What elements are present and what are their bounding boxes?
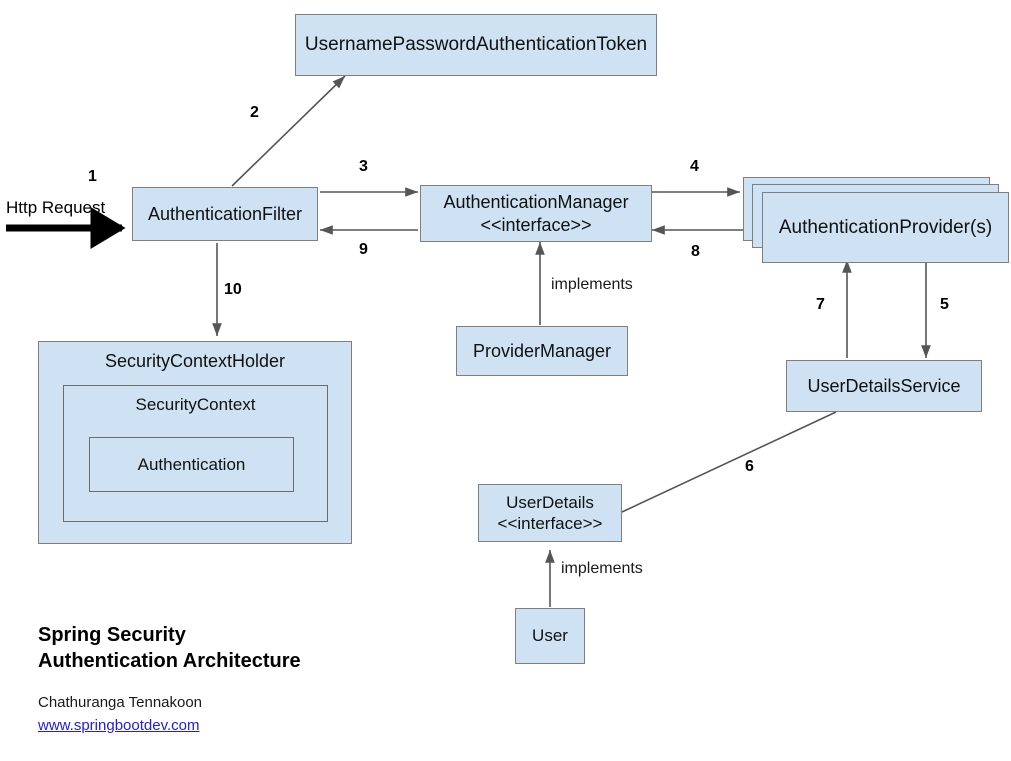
- node-label: ProviderManager: [472, 340, 612, 361]
- node-authentication-filter[interactable]: AuthenticationFilter: [132, 187, 318, 241]
- edge-2-to-token: [231, 75, 346, 187]
- node-label: UserDetailsService: [807, 375, 961, 396]
- label-implements-user: implements: [561, 560, 643, 577]
- node-label: AuthenticationManager: [443, 192, 629, 212]
- edge-label-8: 8: [691, 243, 700, 260]
- edge-6-user-details-service-to-user-details: [621, 411, 837, 513]
- edge-label-1: 1: [88, 168, 97, 185]
- node-label: User: [532, 626, 568, 646]
- node-label: AuthenticationProvider(s): [778, 216, 993, 238]
- caption-author: Chathuranga Tennakoon: [38, 694, 203, 711]
- edge-label-3: 3: [359, 158, 368, 175]
- edge-label-4: 4: [690, 158, 699, 175]
- node-label: SecurityContext: [135, 395, 256, 414]
- node-authentication-provider[interactable]: AuthenticationProvider(s): [762, 192, 1009, 263]
- edge-label-10: 10: [224, 281, 242, 298]
- node-authentication-manager[interactable]: AuthenticationManager <<interface>>: [420, 185, 652, 242]
- node-username-password-authentication-token[interactable]: UsernamePasswordAuthenticationToken: [295, 14, 657, 76]
- caption-website-link[interactable]: www.springbootdev.com: [38, 717, 200, 734]
- node-label: UserDetails: [506, 492, 594, 512]
- label-implements-provider-manager: implements: [551, 276, 633, 293]
- node-authentication[interactable]: Authentication: [89, 437, 294, 492]
- edge-label-7: 7: [816, 296, 825, 313]
- node-user[interactable]: User: [515, 608, 585, 664]
- edge-label-6: 6: [745, 458, 754, 475]
- node-label: AuthenticationFilter: [147, 203, 303, 224]
- caption-title-line2: Authentication Architecture: [38, 650, 301, 672]
- edge-label-2: 2: [250, 104, 259, 121]
- node-stereotype: <<interface>>: [497, 514, 603, 533]
- node-user-details[interactable]: UserDetails <<interface>>: [478, 484, 622, 542]
- node-label: SecurityContextHolder: [104, 351, 286, 371]
- node-stereotype: <<interface>>: [480, 214, 592, 235]
- edge-label-9: 9: [359, 241, 368, 258]
- caption-title-line1: Spring Security: [38, 624, 186, 646]
- node-label: Authentication: [137, 454, 246, 474]
- label-http-request: Http Request: [6, 198, 106, 217]
- node-label: UsernamePasswordAuthenticationToken: [304, 34, 648, 56]
- edge-label-5: 5: [940, 296, 949, 313]
- node-provider-manager[interactable]: ProviderManager: [456, 326, 628, 376]
- caption-title: Spring Security Authentication Architect…: [38, 622, 301, 674]
- node-user-details-service[interactable]: UserDetailsService: [786, 360, 982, 412]
